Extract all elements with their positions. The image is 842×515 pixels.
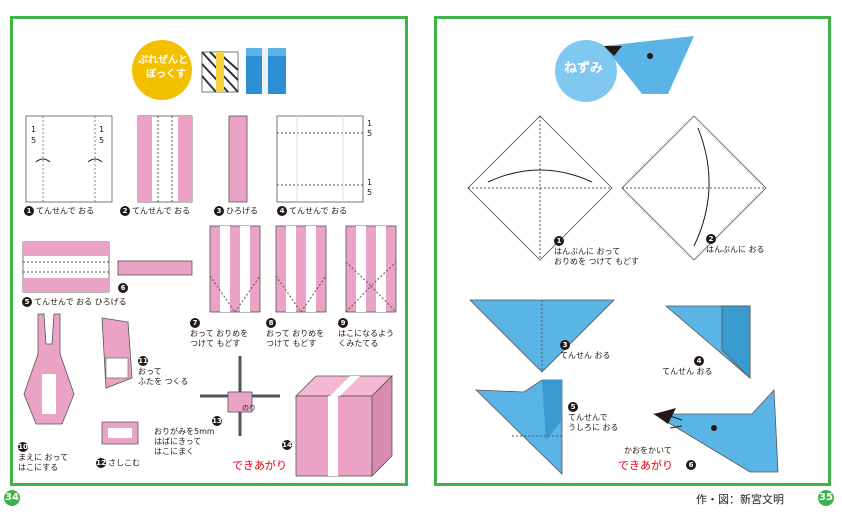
left-title-badge xyxy=(132,40,192,100)
step9-diagram xyxy=(345,225,397,313)
fraction-num-2: 1 xyxy=(99,125,105,134)
r-step6-done-label: できあがり xyxy=(618,459,673,472)
left-title-line2: ぼっくす xyxy=(146,69,186,80)
page-number-right: 35 xyxy=(818,490,834,506)
r-step2-diagram xyxy=(621,115,767,261)
step11-diagram xyxy=(101,317,133,389)
step4-fraction-den-b: 5 xyxy=(367,188,373,197)
r-step5-diagram xyxy=(474,379,563,475)
step12-diagram xyxy=(101,421,139,445)
step4-diagram xyxy=(276,115,364,203)
step6-label: 6 xyxy=(118,283,130,294)
step1-diagram xyxy=(25,115,113,203)
step8-diagram xyxy=(275,225,327,313)
r-step6-number: 6 xyxy=(686,460,698,471)
step14-done-label: できあがり xyxy=(232,459,287,472)
step3-diagram xyxy=(228,115,248,203)
step5-diagram xyxy=(22,241,110,293)
credit: 作・図：新宮文明 xyxy=(696,493,784,506)
step4-fraction-num-b: 1 xyxy=(367,178,373,187)
fraction-num-1: 1 xyxy=(31,125,37,134)
gift-box-illustration xyxy=(201,48,286,94)
fraction-den-1: 5 xyxy=(31,136,37,145)
step6-diagram xyxy=(117,260,193,276)
step4-fraction-den-a: 5 xyxy=(367,129,373,138)
fraction-den-2: 5 xyxy=(99,136,105,145)
page-number-left: 34 xyxy=(4,490,20,506)
finished-box-diagram xyxy=(295,375,393,477)
mouse-finished-diagram xyxy=(652,389,779,473)
step4-fraction-num-a: 1 xyxy=(367,119,373,128)
step10-diagram xyxy=(23,313,75,425)
mouse-title-illustration xyxy=(604,36,694,94)
left-title-line1: ぷれぜんと xyxy=(138,55,188,66)
step7-diagram xyxy=(209,225,261,313)
step13-diagram xyxy=(200,356,280,436)
step14-number: 14 xyxy=(282,440,292,450)
right-title-badge xyxy=(555,40,617,102)
r-step4-diagram xyxy=(664,305,751,379)
r-step6-pre: かおをかいて xyxy=(624,446,672,455)
step2-diagram xyxy=(137,115,193,203)
r-step3-diagram xyxy=(469,299,615,373)
r-step1-diagram xyxy=(467,115,613,261)
right-title: ねずみ xyxy=(564,61,604,76)
glue-label: のり xyxy=(242,404,256,412)
